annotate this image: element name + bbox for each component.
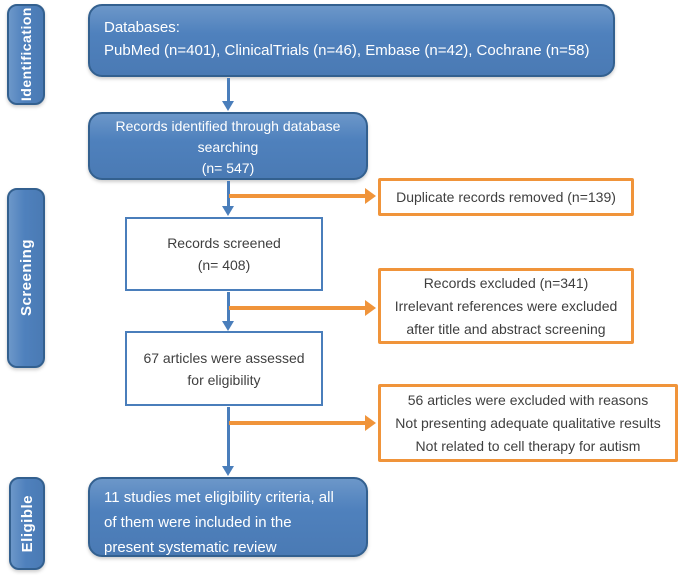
stage-screening-label: Screening bbox=[17, 239, 35, 317]
records-identified-line-3: (n= 547) bbox=[201, 160, 255, 176]
records-excluded-line-3: after title and abstract screening bbox=[406, 320, 606, 337]
excluded-with-reasons-line-3: Not related to cell therapy for autism bbox=[415, 437, 641, 454]
studies-included-line-1: 11 studies met eligibility criteria, all bbox=[104, 489, 334, 506]
records-identified-line-1: Records identified through database bbox=[115, 118, 341, 134]
studies-included-line-2: of them were included in the bbox=[104, 514, 292, 531]
exclusion-arrow-3 bbox=[229, 415, 376, 431]
stage-eligible-label: Eligible bbox=[18, 494, 36, 553]
exclusion-arrow-2 bbox=[229, 300, 376, 316]
excluded-with-reasons-line-1: 56 articles were excluded with reasons bbox=[407, 391, 649, 408]
records-excluded-box: Records excluded (n=341) Irrelevant refe… bbox=[378, 268, 634, 344]
records-screened-box: Records screened (n= 408) bbox=[125, 217, 323, 291]
studies-included-line-3: present systematic review bbox=[104, 539, 277, 556]
down-arrow-2 bbox=[222, 181, 234, 216]
studies-included-box: 11 studies met eligibility criteria, all… bbox=[88, 477, 368, 557]
records-excluded-line-1: Records excluded (n=341) bbox=[423, 274, 589, 291]
databases-box: Databases: PubMed (n=401), ClinicalTrial… bbox=[88, 4, 615, 77]
duplicates-removed-box: Duplicate records removed (n=139) bbox=[378, 178, 634, 216]
stage-identification-label: Identification bbox=[18, 7, 34, 102]
exclusion-arrow-1 bbox=[229, 188, 376, 204]
stage-eligible: Eligible bbox=[9, 477, 45, 570]
down-arrow-1 bbox=[222, 78, 234, 111]
articles-assessed-line-2: for eligibility bbox=[187, 371, 261, 388]
databases-line-2: PubMed (n=401), ClinicalTrials (n=46), E… bbox=[104, 42, 590, 59]
records-identified-line-2: searching bbox=[197, 139, 259, 155]
records-screened-line-1: Records screened bbox=[167, 235, 281, 251]
records-screened-line-2: (n= 408) bbox=[197, 257, 251, 273]
databases-line-1: Databases: bbox=[104, 19, 180, 36]
articles-assessed-box: 67 articles were assessed for eligibilit… bbox=[125, 331, 323, 406]
stage-screening: Screening bbox=[7, 188, 45, 368]
records-excluded-line-2: Irrelevant references were excluded bbox=[394, 297, 618, 314]
records-identified-box: Records identified through database sear… bbox=[88, 112, 368, 180]
excluded-with-reasons-box: 56 articles were excluded with reasons N… bbox=[378, 384, 678, 462]
down-arrow-4 bbox=[222, 407, 234, 476]
duplicates-removed-line-1: Duplicate records removed (n=139) bbox=[396, 188, 616, 205]
articles-assessed-line-1: 67 articles were assessed bbox=[143, 349, 305, 366]
excluded-with-reasons-line-2: Not presenting adequate qualitative resu… bbox=[395, 414, 661, 431]
stage-identification: Identification bbox=[7, 4, 45, 105]
down-arrow-3 bbox=[222, 292, 234, 331]
